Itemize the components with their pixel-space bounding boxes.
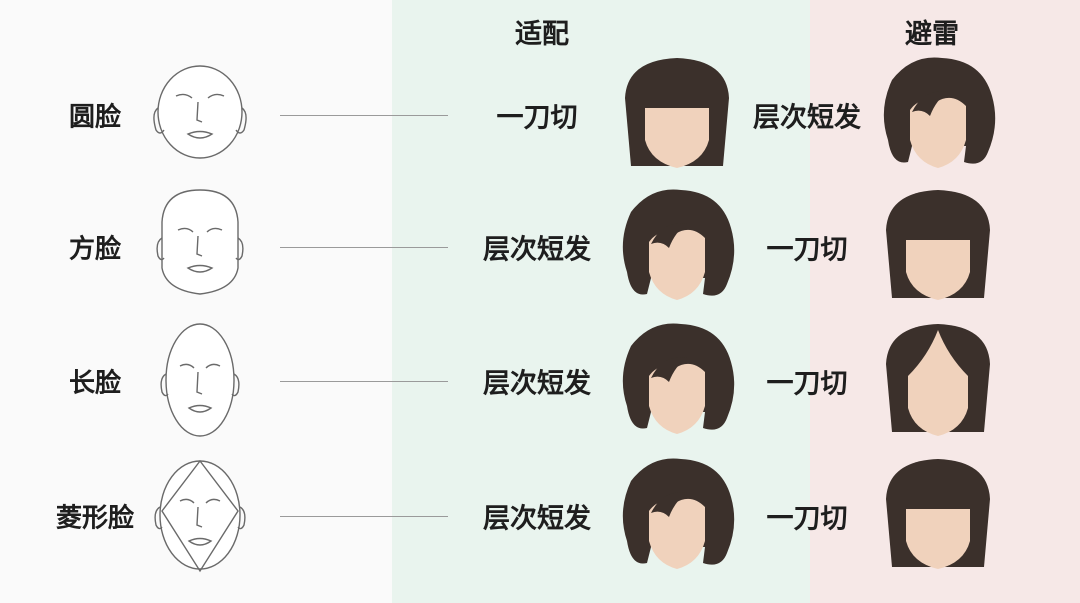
face-row-long: 长脸 层次短发 一刀切 bbox=[0, 314, 1080, 448]
connector-line bbox=[280, 247, 448, 248]
face-shape-label: 菱形脸 bbox=[55, 503, 134, 534]
avoid-column-header: 避雷 bbox=[905, 19, 959, 50]
round-face-icon bbox=[153, 65, 247, 159]
avoid-hairstyle-label: 一刀切 bbox=[766, 234, 848, 266]
long-face-icon bbox=[160, 323, 240, 437]
blunt-cut-hair-icon bbox=[625, 58, 729, 168]
connector-line bbox=[280, 516, 448, 517]
avoid-hairstyle-label: 一刀切 bbox=[766, 368, 848, 400]
blunt-cut-hair-icon bbox=[886, 459, 990, 569]
avoid-hairstyle-label: 一刀切 bbox=[766, 503, 848, 535]
square-face-icon bbox=[156, 189, 244, 295]
fit-column-header: 适配 bbox=[515, 19, 569, 50]
face-shape-label: 圆脸 bbox=[68, 102, 121, 133]
blunt-cut-hair-center-part-icon bbox=[886, 324, 990, 436]
connector-line bbox=[280, 115, 448, 116]
face-row-square: 方脸 层次短发 一刀切 bbox=[0, 180, 1080, 314]
fit-hairstyle-label: 一刀切 bbox=[496, 102, 578, 134]
face-row-diamond: 菱形脸 层次短发 一刀切 bbox=[0, 449, 1080, 583]
layered-short-hair-icon bbox=[883, 57, 996, 168]
face-shape-label: 长脸 bbox=[68, 368, 121, 399]
layered-short-hair-icon bbox=[622, 458, 735, 569]
fit-hairstyle-label: 层次短发 bbox=[483, 368, 591, 400]
face-row-round: 圆脸 一刀切 层次短发 bbox=[0, 48, 1080, 182]
layered-short-hair-icon bbox=[622, 323, 735, 434]
fit-hairstyle-label: 层次短发 bbox=[483, 234, 591, 266]
connector-line bbox=[280, 381, 448, 382]
diamond-face-icon bbox=[154, 459, 246, 573]
layered-short-hair-icon bbox=[622, 189, 735, 300]
face-shape-label: 方脸 bbox=[68, 234, 121, 265]
avoid-hairstyle-label: 层次短发 bbox=[753, 102, 861, 134]
fit-column-background bbox=[392, 0, 810, 603]
blunt-cut-hair-icon bbox=[886, 190, 990, 300]
fit-hairstyle-label: 层次短发 bbox=[483, 503, 591, 535]
